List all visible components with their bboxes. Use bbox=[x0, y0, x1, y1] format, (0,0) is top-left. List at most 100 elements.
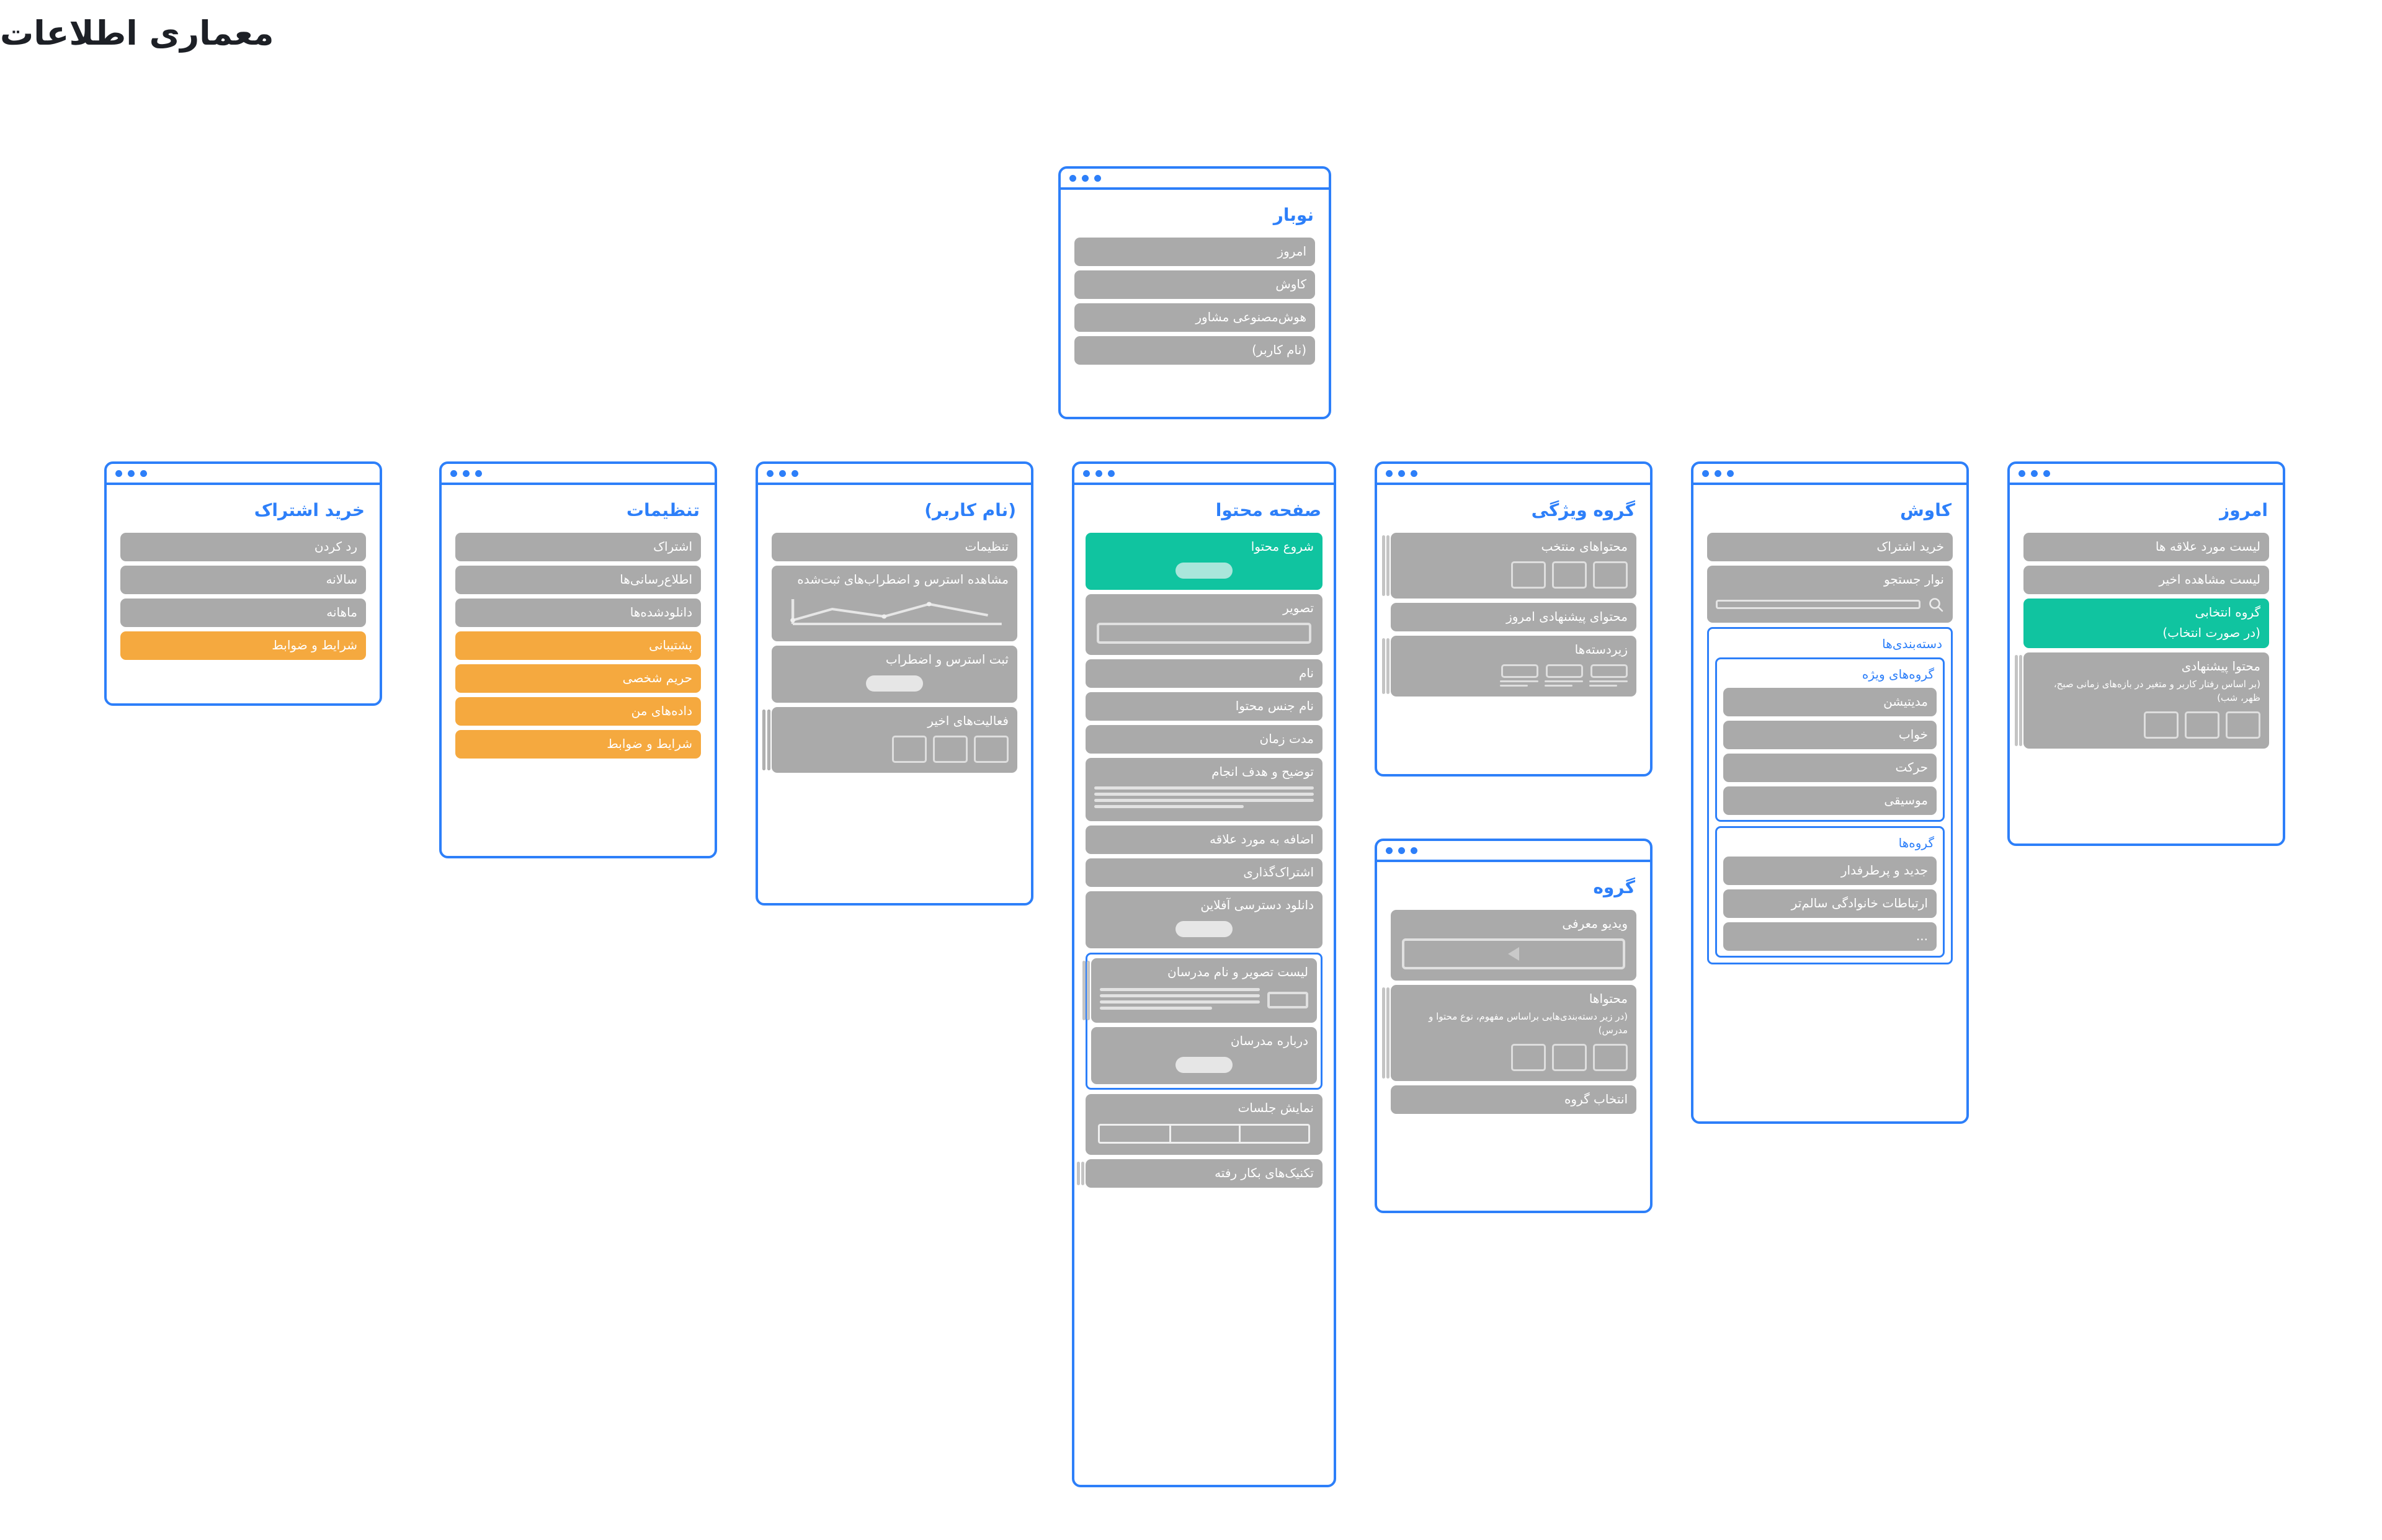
suggested-content-note: (بر اساس رفتار کاربر و متغیر در بازه‌های… bbox=[2053, 678, 2260, 704]
teacher-list-label: لیست تصویر و نام مدرسان bbox=[1167, 964, 1308, 979]
thumbnail[interactable] bbox=[2144, 711, 2179, 739]
video-player-placeholder[interactable] bbox=[1402, 938, 1625, 969]
navbar-item[interactable]: هوش‌مصنوعی مشاور bbox=[1074, 303, 1315, 332]
content-name: نام bbox=[1086, 659, 1323, 688]
content-teacher-list[interactable]: لیست تصویر و نام مدرسان bbox=[1082, 958, 1317, 1023]
window-dots-icon bbox=[2018, 470, 2050, 477]
group-contents[interactable]: محتواها (در زیر دسته‌بندی‌هایی براساس مف… bbox=[1382, 984, 1636, 1081]
content-about-teachers[interactable]: درباره مدرسان bbox=[1091, 1026, 1317, 1084]
feature-selected-contents[interactable]: محتواهای منتخب bbox=[1382, 532, 1636, 599]
user-item-settings[interactable]: تنظیمات bbox=[772, 532, 1017, 561]
explore-buy-subscription[interactable]: خرید اشتراک bbox=[1707, 532, 1953, 561]
thumbnail bbox=[1501, 664, 1538, 678]
search-input[interactable] bbox=[1716, 600, 1920, 610]
thumbnail[interactable] bbox=[1552, 561, 1587, 589]
group-item[interactable]: جدید و پرطرفدار bbox=[1723, 856, 1937, 885]
play-icon bbox=[1508, 946, 1519, 961]
download-button-placeholder[interactable] bbox=[1175, 920, 1233, 937]
subscription-terms-link[interactable]: شرایط و ضوابط bbox=[120, 631, 366, 660]
group-item[interactable]: ارتباطات خانوادگی سالم‌تر bbox=[1723, 889, 1937, 918]
explore-search-bar-block[interactable]: نوار جستجو bbox=[1707, 565, 1953, 623]
thumbnail[interactable] bbox=[933, 735, 968, 763]
settings-item-privacy[interactable]: حریم شخصی bbox=[455, 664, 701, 693]
search-icon[interactable] bbox=[1928, 597, 1944, 613]
navbar-item[interactable]: کاوش bbox=[1074, 270, 1315, 299]
sessions-label: نمایش جلسات bbox=[1238, 1100, 1314, 1115]
content-techniques-used[interactable]: تکنیک‌های بکار رفته bbox=[1077, 1159, 1323, 1188]
thumbnail[interactable] bbox=[974, 735, 1009, 763]
special-group-item[interactable]: موسیقی bbox=[1723, 786, 1937, 815]
thumbnail[interactable] bbox=[2226, 711, 2260, 739]
description-text-lines bbox=[1094, 786, 1314, 808]
thumbnail bbox=[1590, 664, 1628, 678]
card-title-explore: کاوش bbox=[1900, 500, 1952, 520]
card-navbar: نوبار امروز کاوش هوش‌مصنوعی مشاور (نام ک… bbox=[1058, 166, 1331, 419]
feature-subcategories[interactable]: زیردسته‌ها bbox=[1382, 635, 1636, 697]
thumbnail[interactable] bbox=[1511, 561, 1546, 589]
special-group-item[interactable]: مدیتیشن bbox=[1723, 687, 1937, 716]
about-teachers-label: درباره مدرسان bbox=[1230, 1033, 1308, 1048]
settings-item-downloads[interactable]: دانلودشده‌ها bbox=[455, 598, 701, 627]
subcategory-item[interactable] bbox=[1500, 664, 1538, 687]
group-item-more[interactable]: ... bbox=[1723, 922, 1937, 951]
card-content-page: صفحه محتوا شروع محتوا تصویر نام نام جنس … bbox=[1072, 461, 1336, 1487]
today-suggested-content[interactable]: محتوا پیشنهادی (بر اساس رفتار کاربر و مت… bbox=[2015, 652, 2269, 749]
card-title-group: گروه bbox=[1593, 877, 1635, 897]
today-selected-group[interactable]: گروه انتخابی (در صورت انتخاب) bbox=[2023, 598, 2269, 648]
user-item-log-stress[interactable]: ثبت استرس و اضطراب bbox=[772, 645, 1017, 703]
thumbnail[interactable] bbox=[1511, 1043, 1546, 1071]
content-download-offline[interactable]: دانلود دسترسی آفلاین bbox=[1086, 891, 1323, 948]
thumbnail[interactable] bbox=[1552, 1043, 1587, 1071]
card-title-feature-group: گروه ویژگی bbox=[1531, 500, 1635, 520]
settings-item-terms[interactable]: شرایط و ضوابط bbox=[455, 729, 701, 759]
content-add-favorite[interactable]: اضافه به مورد علاقه bbox=[1086, 825, 1323, 854]
group-select-group[interactable]: انتخاب گروه bbox=[1391, 1085, 1636, 1114]
special-group-item[interactable]: خواب bbox=[1723, 720, 1937, 749]
log-stress-button-placeholder[interactable] bbox=[866, 675, 923, 692]
card-titlebar bbox=[1693, 464, 1966, 485]
settings-item-my-data[interactable]: داده‌های من bbox=[455, 697, 701, 726]
window-dots-icon bbox=[115, 470, 147, 477]
window-dots-icon bbox=[1702, 470, 1734, 477]
card-titlebar bbox=[1377, 841, 1650, 862]
user-item-recent-activities[interactable]: فعالیت‌های اخیر bbox=[762, 706, 1017, 773]
settings-item-notifications[interactable]: اطلاع‌رسانی‌ها bbox=[455, 565, 701, 594]
content-start-pill[interactable] bbox=[1175, 562, 1233, 579]
thumbnail bbox=[1546, 664, 1583, 678]
group-intro-video[interactable]: ویدیو معرفی bbox=[1391, 909, 1636, 981]
thumbnail[interactable] bbox=[1593, 561, 1628, 589]
recent-activity-thumbnails bbox=[780, 735, 1009, 763]
settings-item-subscription[interactable]: اشتراک bbox=[455, 532, 701, 561]
subcategory-item[interactable] bbox=[1545, 664, 1583, 687]
subscription-option[interactable]: رد کردن bbox=[120, 532, 366, 561]
user-item-view-stress-log[interactable]: مشاهده استرس و اضطراب‌های ثبت‌شده bbox=[772, 565, 1017, 641]
card-group: گروه ویدیو معرفی محتواها (در زیر دسته‌بن… bbox=[1375, 839, 1653, 1213]
card-titlebar bbox=[107, 464, 380, 485]
content-sessions-view[interactable]: نمایش جلسات bbox=[1086, 1093, 1323, 1155]
today-favorites-list[interactable]: لیست مورد علاقه ها bbox=[2023, 532, 2269, 561]
feature-today-suggested-content[interactable]: محتوای پیشنهادی امروز bbox=[1391, 602, 1636, 631]
about-teachers-button-placeholder[interactable] bbox=[1175, 1056, 1233, 1073]
image-placeholder bbox=[1097, 622, 1311, 644]
navbar-item[interactable]: (نام کاربر) bbox=[1074, 336, 1315, 365]
teacher-avatar-placeholder bbox=[1267, 992, 1308, 1009]
content-share[interactable]: اشتراک‌گذاری bbox=[1086, 858, 1323, 887]
group-item-label: ویدیو معرفی bbox=[1562, 915, 1628, 931]
navbar-item[interactable]: امروز bbox=[1074, 237, 1315, 266]
window-dots-icon bbox=[1083, 470, 1115, 477]
thumbnail[interactable] bbox=[2185, 711, 2219, 739]
subscription-option[interactable]: سالانه bbox=[120, 565, 366, 594]
subcategory-item[interactable] bbox=[1589, 664, 1628, 687]
settings-item-support[interactable]: پشتیبانی bbox=[455, 631, 701, 660]
selected-content-thumbnails bbox=[1399, 561, 1628, 589]
content-start-button[interactable]: شروع محتوا bbox=[1086, 532, 1323, 590]
special-group-item[interactable]: حرکت bbox=[1723, 753, 1937, 782]
thumbnail[interactable] bbox=[1593, 1043, 1628, 1071]
card-titlebar bbox=[2010, 464, 2283, 485]
user-item-label: ثبت استرس و اضطراب bbox=[885, 651, 1009, 667]
thumbnail[interactable] bbox=[892, 735, 927, 763]
suggested-content-thumbnails bbox=[2032, 711, 2260, 739]
sessions-table-placeholder bbox=[1098, 1123, 1310, 1144]
today-recently-viewed-list[interactable]: لیست مشاهده اخیر bbox=[2023, 565, 2269, 594]
subscription-option[interactable]: ماهانه bbox=[120, 598, 366, 627]
